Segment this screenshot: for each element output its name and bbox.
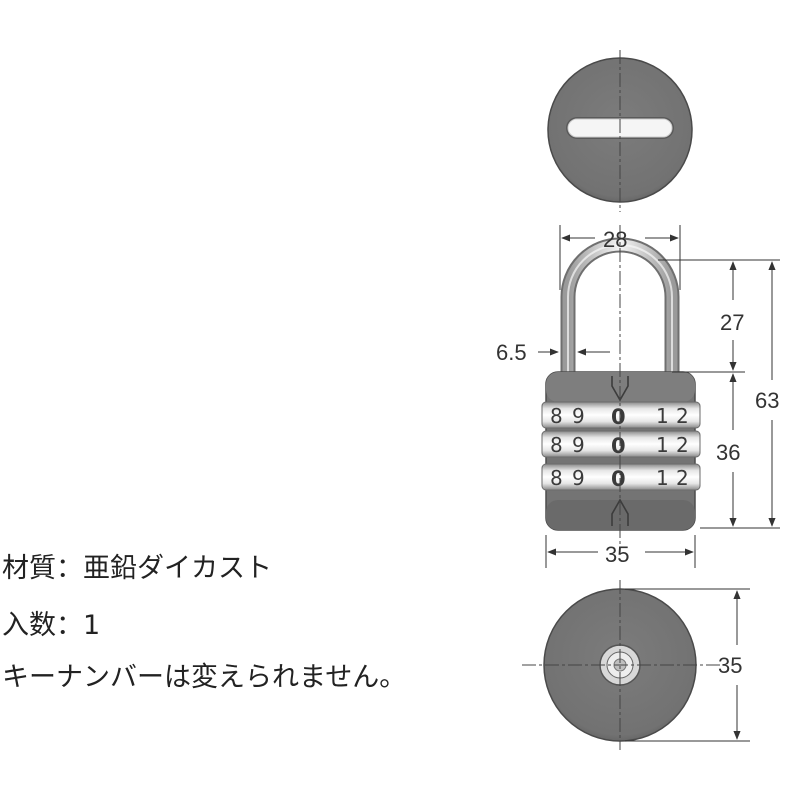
dial-digit: 9 <box>572 404 585 428</box>
bottom-diameter-label: 35 <box>718 653 742 678</box>
dial-digit: 0 <box>611 434 626 458</box>
spec-quantity: 入数：1 <box>2 610 101 641</box>
body-width-label: 35 <box>605 542 629 567</box>
dial-digit: 8 <box>550 404 563 428</box>
bottom-dimension-lines <box>625 588 750 742</box>
dial-pointer-bottom-icon <box>611 498 629 526</box>
dial-digit: 0 <box>611 467 626 491</box>
dial-wheel-1[interactable]: 8 9 0 1 2 <box>541 401 701 429</box>
dial-digit: 1 <box>656 433 669 457</box>
dial-wheel-2[interactable]: 8 9 0 1 2 <box>541 430 701 458</box>
top-view <box>547 50 693 212</box>
shackle-height-label: 27 <box>720 310 744 335</box>
dimension-lines <box>538 225 780 568</box>
dial-digit: 2 <box>676 433 689 457</box>
front-view: 8 9 0 1 2 8 9 0 1 2 8 9 0 1 2 <box>541 225 701 545</box>
shackle-diameter-label: 6.5 <box>496 340 527 365</box>
dial-digit: 1 <box>656 466 669 490</box>
body-height-label: 36 <box>716 440 740 465</box>
spec-note: キーナンバーは変えられません。 <box>2 662 407 693</box>
dial-digit: 2 <box>676 404 689 428</box>
dial-digit: 8 <box>550 433 563 457</box>
dial-digit: 9 <box>572 433 585 457</box>
spec-material: 材質：亜鉛ダイカスト <box>2 553 272 584</box>
width-28-label: 28 <box>603 227 627 252</box>
bottom-view <box>522 580 720 750</box>
dimension-labels: 28 27 63 36 35 6.5 <box>496 227 779 567</box>
dial-digit: 9 <box>572 466 585 490</box>
dial-wheel-3[interactable]: 8 9 0 1 2 <box>541 463 701 491</box>
dial-digit: 8 <box>550 466 563 490</box>
total-height-label: 63 <box>755 388 779 413</box>
dial-digit: 1 <box>656 404 669 428</box>
dial-digit: 2 <box>676 466 689 490</box>
dial-digit: 0 <box>611 405 626 429</box>
